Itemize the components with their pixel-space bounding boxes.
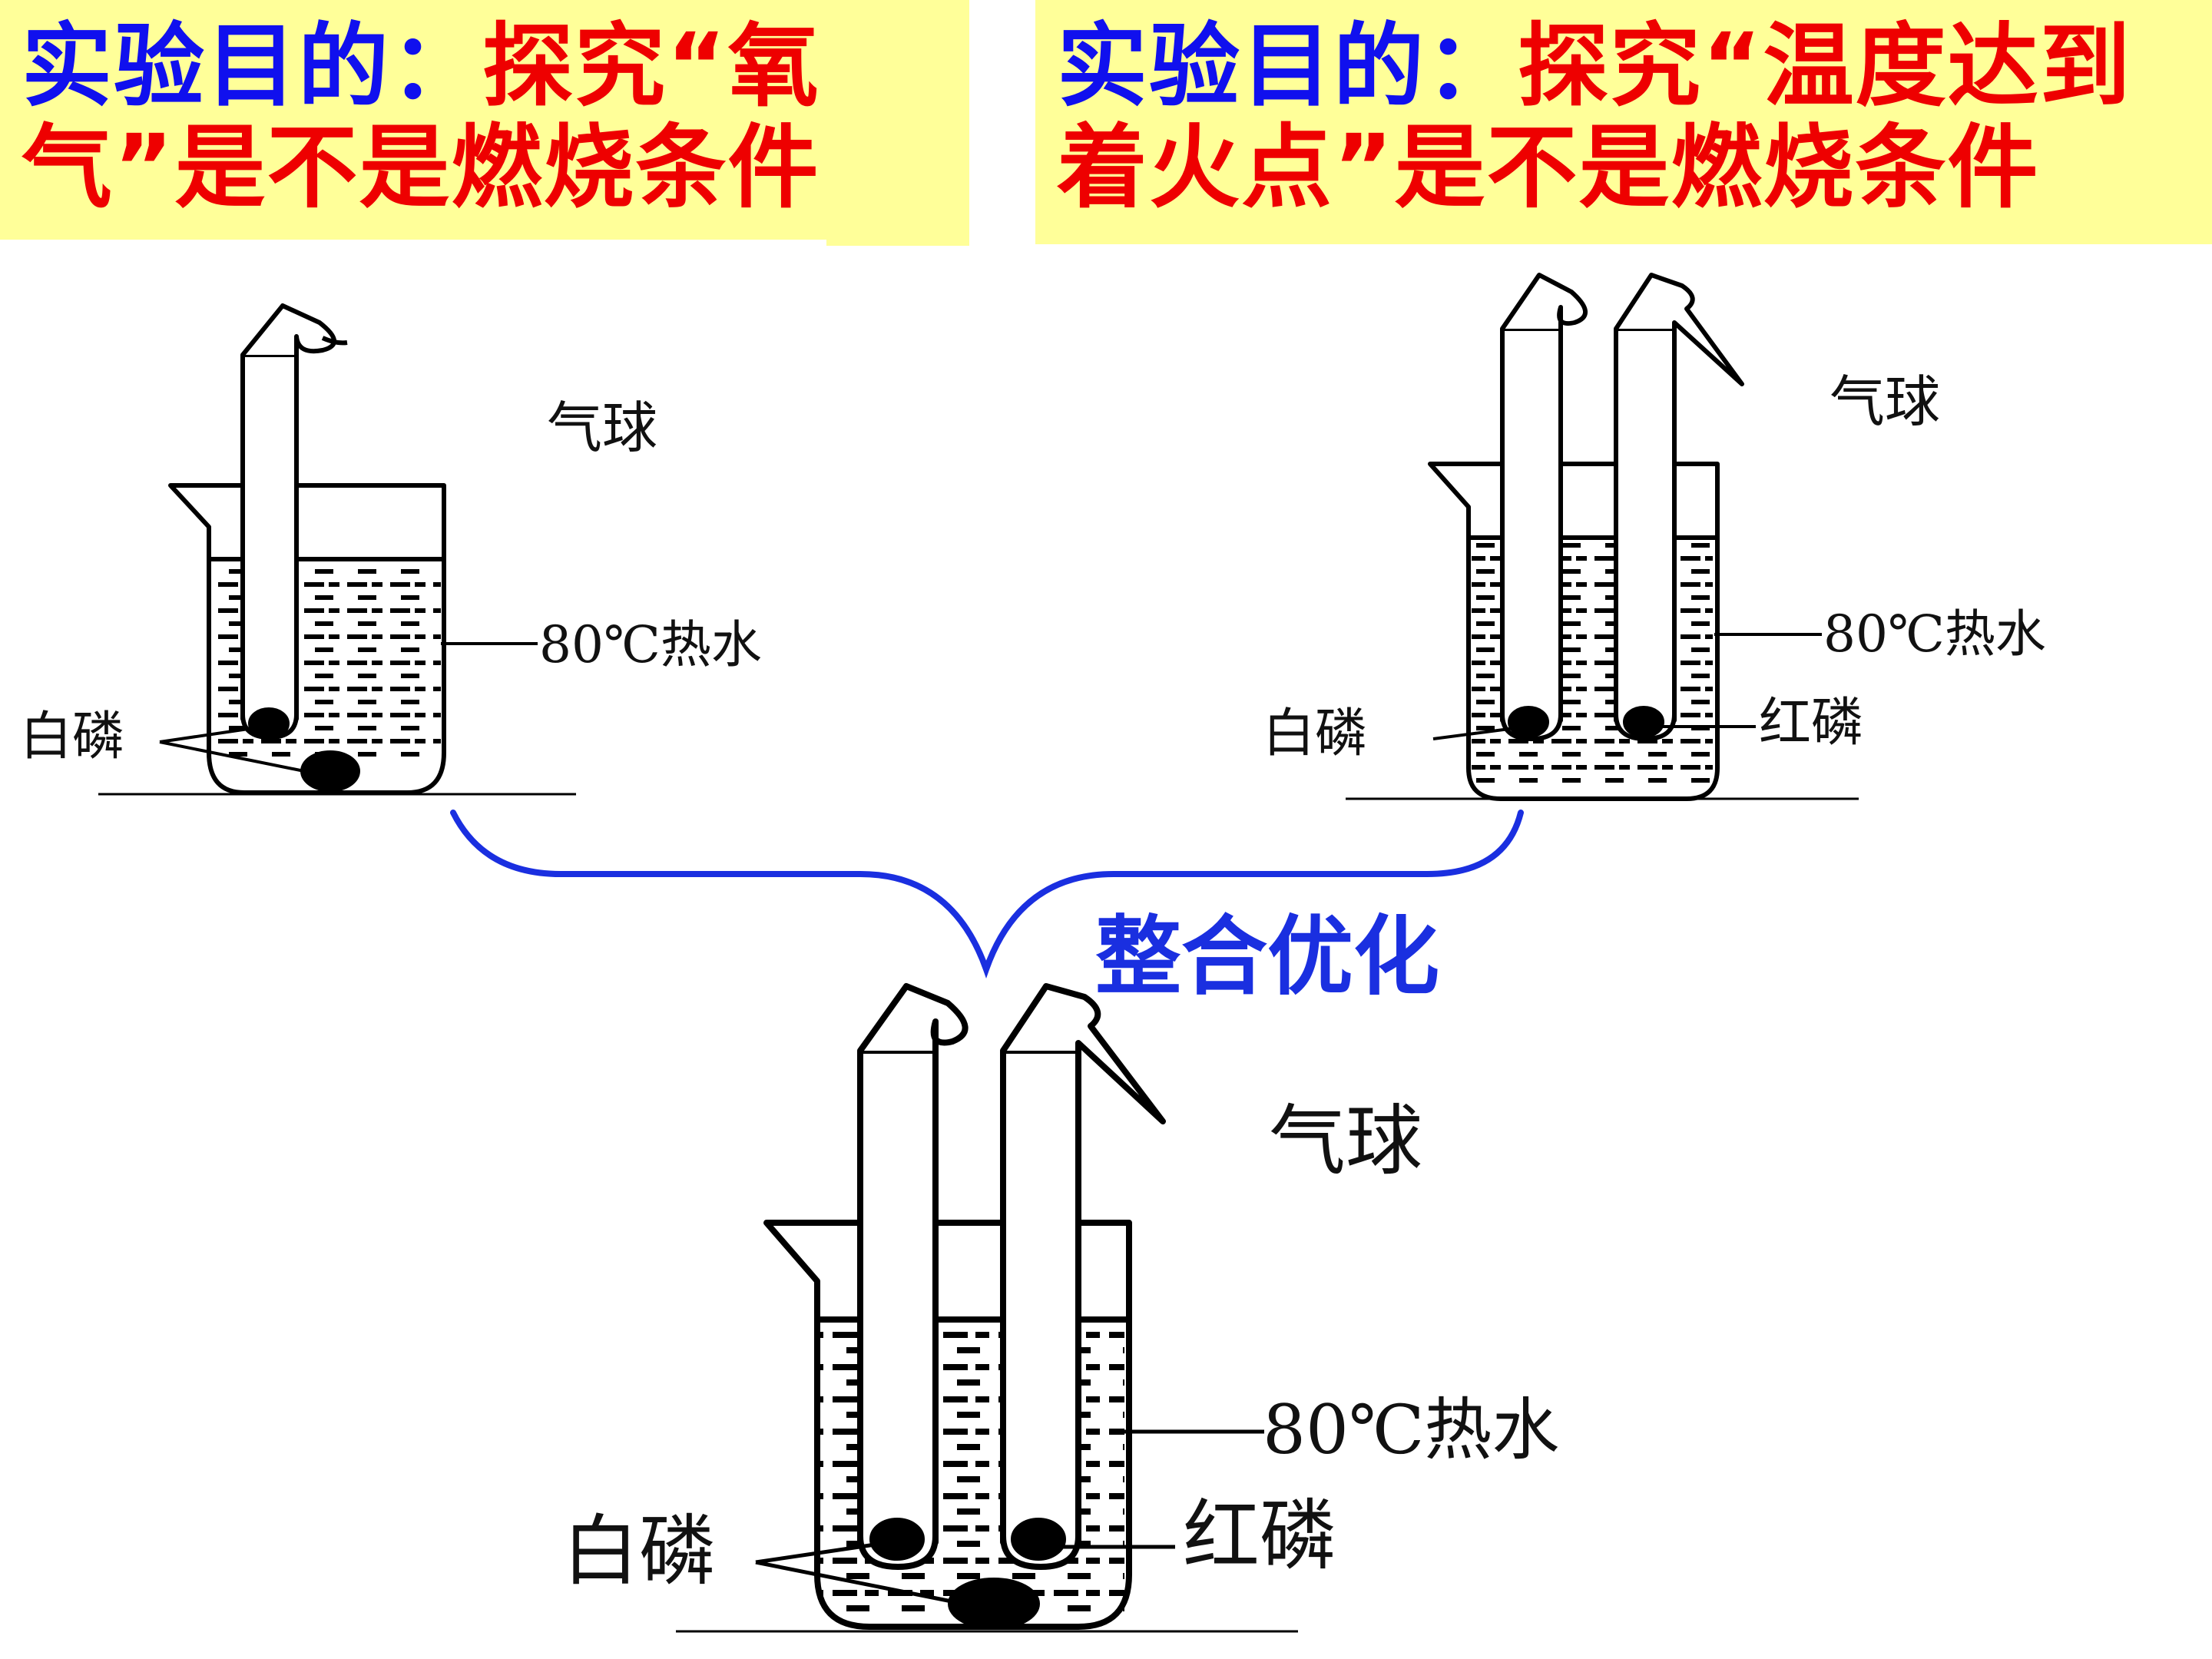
beaker-bottom bbox=[763, 1220, 1132, 1630]
hot-water-label-right: 80℃热水 bbox=[1823, 604, 2046, 664]
hot-water-label-bottom: 80℃热水 bbox=[1263, 1390, 1559, 1469]
white-phosphorus-bottom-tube bbox=[869, 1518, 925, 1561]
white-phosphorus-label-right: 白磷 bbox=[1263, 704, 1367, 764]
tube-right-red bbox=[1614, 326, 1677, 723]
tube-bottom-red bbox=[1000, 1048, 1081, 1545]
balloon-bottom-1 bbox=[857, 983, 969, 1053]
banner-left-line1-rest: 探究“氧 bbox=[482, 13, 820, 119]
tube-bottom-white bbox=[857, 1048, 939, 1545]
red-phosphorus-label-right: 红磷 bbox=[1759, 693, 1863, 753]
balloon-left bbox=[240, 303, 336, 356]
balloon-right-1 bbox=[1500, 273, 1588, 330]
balloon-label-right: 气球 bbox=[1830, 369, 1940, 434]
balloon-label-left: 气球 bbox=[547, 396, 657, 460]
balloon-right-2 bbox=[1614, 273, 1744, 386]
merge-brace bbox=[450, 810, 1524, 979]
banner-left-line2: 气”是不是燃烧条件 bbox=[22, 114, 820, 220]
white-phosphorus-left-water bbox=[300, 750, 360, 792]
apparatus-bottom bbox=[676, 983, 1298, 1633]
merge-label: 整合优化 bbox=[1095, 907, 1439, 1007]
balloon-bottom-2 bbox=[1000, 983, 1166, 1124]
banner-right-prefix: 实验目的： bbox=[1057, 13, 1518, 119]
white-phosphorus-right bbox=[1508, 706, 1549, 738]
white-phosphorus-label-bottom: 白磷 bbox=[562, 1506, 716, 1596]
banner-left-prefix: 实验目的： bbox=[22, 13, 483, 119]
white-phosphorus-left-tube bbox=[248, 707, 290, 740]
balloon-left-tail bbox=[321, 336, 348, 346]
red-phosphorus-label-bottom: 红磷 bbox=[1183, 1491, 1336, 1581]
banner-right-line1: 实验目的：探究“温度达到 bbox=[1057, 15, 2212, 117]
white-phosphorus-bottom-water bbox=[948, 1578, 1040, 1630]
red-phosphorus-right bbox=[1623, 706, 1664, 738]
hot-water-label-left: 80℃热水 bbox=[539, 615, 762, 674]
white-phosphorus-label-left: 白磷 bbox=[20, 707, 124, 767]
banner-notch bbox=[0, 240, 826, 255]
leader-white-left bbox=[159, 727, 305, 773]
apparatus-right bbox=[1346, 273, 1859, 801]
leader-white-right bbox=[1432, 725, 1528, 740]
apparatus-left bbox=[98, 303, 576, 796]
tube-right-white bbox=[1500, 326, 1563, 723]
banner-right: 实验目的：探究“温度达到 着火点”是不是燃烧条件 bbox=[1035, 0, 2212, 244]
red-phosphorus-bottom bbox=[1011, 1518, 1066, 1561]
banner-left-line1: 实验目的：探究“氧 bbox=[22, 15, 969, 117]
banner-right-line2: 着火点”是不是燃烧条件 bbox=[1057, 114, 2040, 220]
banner-right-line1-rest: 探究“温度达到 bbox=[1518, 13, 2132, 119]
beaker-left bbox=[168, 483, 446, 795]
balloon-label-bottom: 气球 bbox=[1269, 1096, 1422, 1186]
tube-left bbox=[240, 353, 299, 721]
leader-white-bottom bbox=[755, 1541, 956, 1604]
banner-left: 实验目的：探究“氧 气”是不是燃烧条件 bbox=[0, 0, 969, 246]
